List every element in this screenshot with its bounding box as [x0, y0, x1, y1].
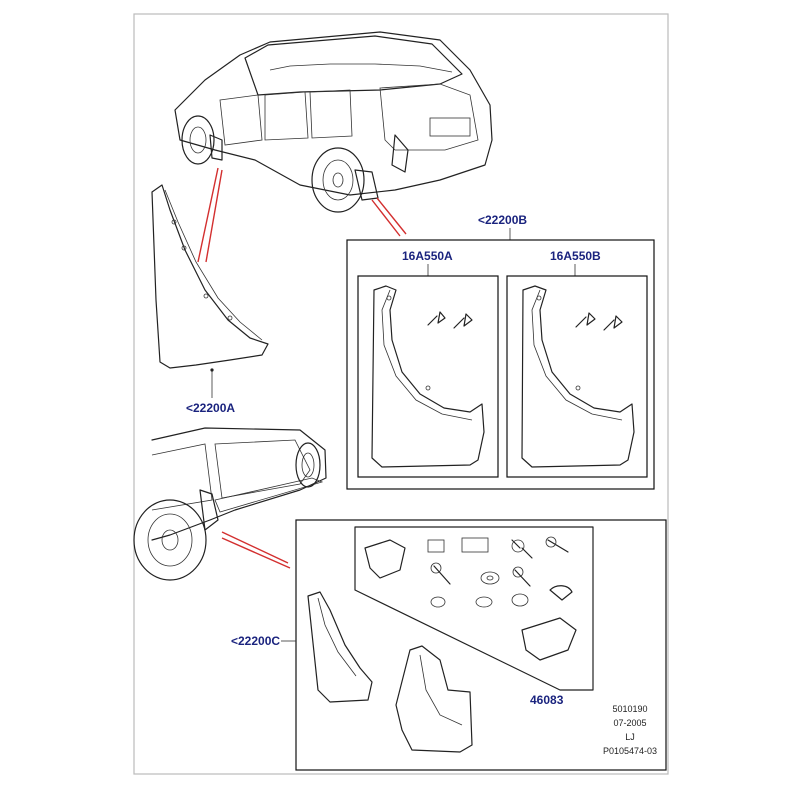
label-kit-c: <22200C — [231, 634, 280, 648]
callout-line-rear-left — [197, 167, 219, 263]
callout-line-rear-left-2 — [205, 169, 223, 263]
kit-b-box — [346, 239, 655, 490]
ref-line-4: P0105474-03 — [603, 746, 657, 756]
mudflap-16a550b — [521, 285, 635, 468]
ref-line-1: 5010190 — [612, 704, 647, 714]
mudflap-16a550a — [371, 285, 485, 468]
screws-left — [427, 311, 473, 329]
vehicle-front-view — [133, 427, 327, 581]
callout-line-front — [221, 531, 289, 564]
callout-line-rear-right — [371, 199, 401, 237]
mudflap-kit-a — [151, 184, 269, 398]
label-kit-a: <22200A — [186, 401, 235, 415]
ref-line-3: LJ — [625, 732, 635, 742]
vehicle-rear-view — [174, 31, 493, 213]
callout-line-front-2 — [221, 537, 291, 569]
mudflap-front-right — [395, 645, 473, 753]
label-flap-right: 16A550B — [550, 249, 601, 263]
callout-line-rear-right-2 — [376, 197, 407, 235]
diagram-frame — [133, 13, 669, 775]
label-fixings: 46083 — [530, 693, 564, 707]
mudflap-front-left — [307, 591, 373, 703]
flap-left-box — [357, 275, 499, 478]
fixings-outline — [354, 526, 594, 691]
screws-right — [575, 312, 623, 331]
label-kit-b: <22200B — [478, 213, 527, 227]
kit-c-box — [295, 519, 667, 771]
ref-line-2: 07-2005 — [613, 718, 646, 728]
flap-right-box — [506, 275, 648, 478]
fixings-parts — [364, 536, 577, 661]
label-flap-left: 16A550A — [402, 249, 453, 263]
